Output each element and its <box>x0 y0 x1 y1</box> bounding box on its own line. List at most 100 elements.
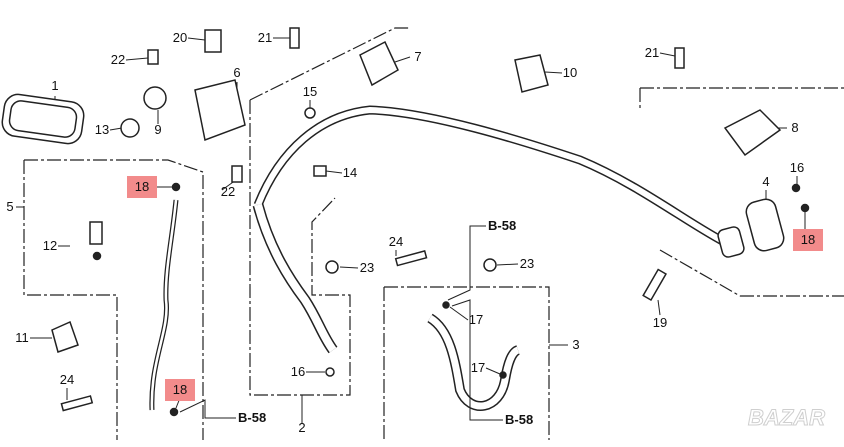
part-number-13: 13 <box>95 122 109 137</box>
part-number-23: 23 <box>520 256 534 271</box>
frame-right <box>639 87 844 297</box>
highlight-box <box>793 229 823 251</box>
leader-line <box>544 71 563 74</box>
oring-17b <box>499 371 507 379</box>
part-number-4: 4 <box>762 174 769 189</box>
part-number-16: 16 <box>790 160 804 175</box>
oring-16b <box>325 367 335 377</box>
part-number-22: 22 <box>221 184 235 199</box>
leader-lines <box>16 37 806 424</box>
part-number-15: 15 <box>303 84 317 99</box>
clip-20 <box>204 29 222 53</box>
reference-leader <box>179 399 236 419</box>
reference-b58[interactable]: B-58 <box>488 218 516 233</box>
part-number-17: 17 <box>471 360 485 375</box>
highlight-box <box>127 176 157 198</box>
part-number-7: 7 <box>414 49 421 64</box>
part-number-18: 18 <box>801 232 815 247</box>
part-number-6: 6 <box>233 65 240 80</box>
bolt-22b <box>231 165 243 183</box>
part-number-8: 8 <box>791 120 798 135</box>
oring-17a <box>442 301 450 309</box>
reference-leader <box>447 225 486 301</box>
bolt-24a <box>394 250 428 267</box>
part-number-14: 14 <box>343 165 357 180</box>
bolt-19 <box>642 268 667 302</box>
bolt-21a <box>289 27 300 49</box>
leader-line <box>485 367 501 375</box>
dashed-group-frames <box>23 27 844 440</box>
part-number-17: 17 <box>469 312 483 327</box>
leader-line <box>496 263 519 266</box>
reference-leader <box>451 299 503 421</box>
frame-5 <box>23 159 204 440</box>
oring-16a <box>791 183 801 193</box>
gasket-1-inner <box>8 100 78 138</box>
bracket-9 <box>143 86 167 110</box>
frame-2 <box>249 27 410 396</box>
leader-line <box>657 299 661 316</box>
leader-line <box>109 127 123 131</box>
hose-3-inner <box>427 315 520 410</box>
oring-12 <box>92 251 102 261</box>
part-number-20: 20 <box>173 30 187 45</box>
leader-line <box>325 170 343 174</box>
bolt-21b <box>674 47 685 69</box>
part-number-16: 16 <box>291 364 305 379</box>
oring-18a <box>171 182 181 192</box>
part-number-1: 1 <box>51 78 58 93</box>
part-number-23: 23 <box>360 260 374 275</box>
clamp-10 <box>514 54 549 93</box>
part-number-2: 2 <box>298 420 305 435</box>
clip-14 <box>313 165 327 177</box>
reference-b58[interactable]: B-58 <box>238 410 266 425</box>
bracket-6 <box>194 79 246 142</box>
leader-line <box>339 266 359 269</box>
oring-18b <box>800 203 810 213</box>
part-number-19: 19 <box>653 315 667 330</box>
part-number-22: 22 <box>111 52 125 67</box>
leader-line <box>394 56 411 63</box>
block-fitting <box>717 226 745 258</box>
nut-23a <box>325 260 339 274</box>
bolt-24b <box>60 395 94 412</box>
clamp-8 <box>723 109 782 157</box>
seal-15 <box>304 107 316 119</box>
part-number-18: 18 <box>135 179 149 194</box>
leader-line <box>659 52 676 57</box>
leader-line <box>125 57 149 61</box>
part-number-18: 18 <box>173 382 187 397</box>
grommet-13 <box>120 118 140 138</box>
part-number-9: 9 <box>154 122 161 137</box>
nut-23b <box>483 258 497 272</box>
pipe-5-inner <box>150 199 178 411</box>
gasket-4 <box>745 198 785 252</box>
part-number-21: 21 <box>258 30 272 45</box>
part-number-10: 10 <box>563 65 577 80</box>
suction-hose-inner <box>254 203 337 353</box>
clamp-7 <box>359 40 399 87</box>
leader-line <box>187 37 206 41</box>
reference-b58[interactable]: B-58 <box>505 412 533 427</box>
hoses <box>149 105 733 411</box>
part-number-24: 24 <box>60 372 74 387</box>
watermark-logo: BAZAR <box>748 405 825 430</box>
bolt-22 <box>147 49 159 65</box>
oring-18c <box>169 407 179 417</box>
part-number-3: 3 <box>572 337 579 352</box>
switch-12 <box>89 221 103 245</box>
part-number-5: 5 <box>6 199 13 214</box>
part-number-12: 12 <box>43 238 57 253</box>
main-hose-inner <box>255 106 732 248</box>
highlight-box <box>165 379 195 401</box>
leader-line <box>449 306 469 321</box>
part-number-11: 11 <box>15 330 29 345</box>
part-number-21: 21 <box>645 45 659 60</box>
bracket-11 <box>51 320 79 353</box>
parts <box>1 27 810 417</box>
frame-3 <box>383 286 550 440</box>
